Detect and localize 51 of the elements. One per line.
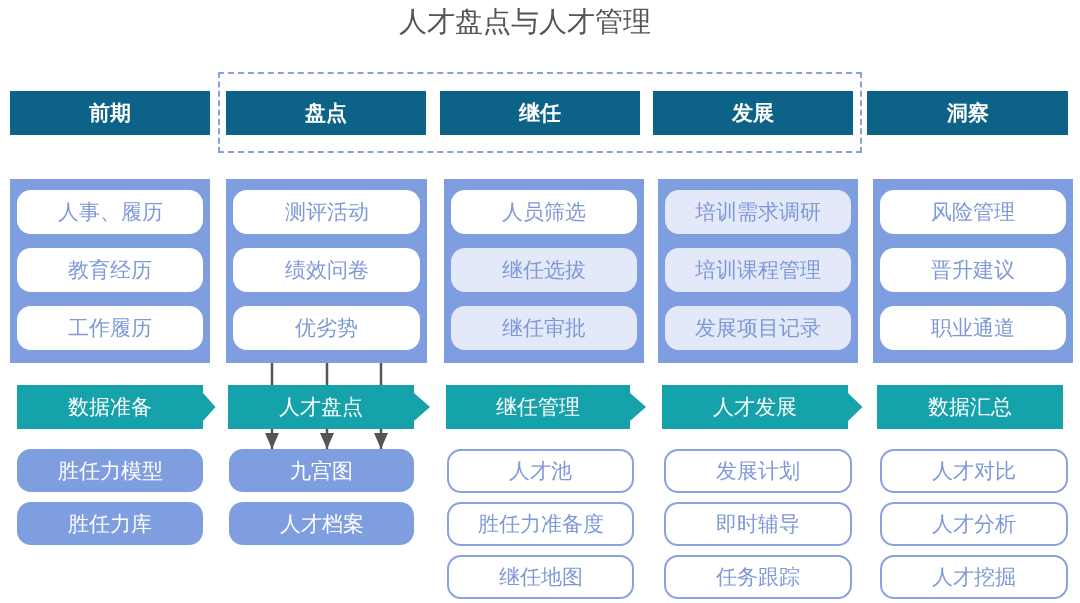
module-panel [873,179,1073,363]
feature-item: 晋升建议 [880,248,1066,292]
title: 人才盘点与人才管理 [399,4,651,40]
arrow [320,429,334,449]
output-item: 人才分析 [880,502,1068,546]
phase-header: 洞察 [867,91,1068,135]
dashed-frame [218,72,862,153]
module-panel [658,179,858,363]
connector-line [379,363,383,385]
feature-item: 风险管理 [880,190,1066,234]
output-item: 继任地图 [447,555,634,599]
output-item: 人才池 [447,449,634,493]
output-item: 人才对比 [880,449,1068,493]
output-item: 胜任力库 [17,502,203,545]
chevron-arrow [848,393,863,421]
feature-item: 继任选拔 [451,248,637,292]
feature-item: 优劣势 [233,306,420,350]
arrow [265,429,279,449]
phase-header: 发展 [653,91,853,135]
arrow [374,429,388,449]
chevron-arrow [630,393,646,421]
output-item: 发展计划 [664,449,852,493]
phase-header: 前期 [10,91,210,135]
output-item: 胜任力准备度 [447,502,634,546]
chevron-arrow [414,393,430,421]
module-panel [10,179,210,363]
feature-item: 工作履历 [17,306,203,350]
chevron-arrow [203,393,216,421]
feature-item: 人事、履历 [17,190,203,234]
output-item: 人才档案 [229,502,414,545]
output-item: 胜任力模型 [17,449,203,492]
process-step: 数据汇总 [877,385,1063,429]
feature-item: 培训需求调研 [665,190,851,234]
feature-item: 测评活动 [233,190,420,234]
module-panel [226,179,427,363]
phase-header: 继任 [440,91,640,135]
output-item: 人才挖掘 [880,555,1068,599]
feature-item: 人员筛选 [451,190,637,234]
feature-item: 培训课程管理 [665,248,851,292]
feature-item: 绩效问卷 [233,248,420,292]
feature-item: 发展项目记录 [665,306,851,350]
output-item: 任务跟踪 [664,555,852,599]
feature-item: 教育经历 [17,248,203,292]
module-panel [444,179,644,363]
connector-line [325,363,329,385]
output-item: 即时辅导 [664,502,852,546]
feature-item: 继任审批 [451,306,637,350]
connector-line [270,363,274,385]
feature-item: 职业通道 [880,306,1066,350]
phase-header: 盘点 [226,91,426,135]
output-item: 九宫图 [229,449,414,492]
